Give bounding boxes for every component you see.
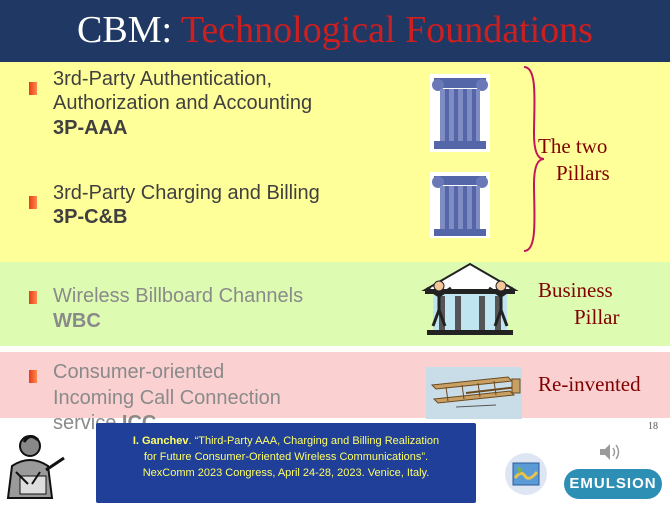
title-bar	[0, 0, 670, 62]
curly-brace	[523, 66, 545, 252]
emulsion-logo: EMULSION	[564, 469, 662, 499]
bank-building-icon	[421, 262, 519, 335]
bullet-4-line-1: Consumer-oriented	[53, 361, 225, 383]
footer-line-2: for Future Consumer-Oriented Wireless Co…	[143, 451, 429, 463]
column-icon	[430, 74, 490, 152]
page-number: 18	[648, 421, 658, 432]
title-prefix: CBM:	[77, 9, 181, 51]
pillars-label-line-1: The two	[538, 134, 608, 158]
pillars-label-line-2: Pillars	[556, 161, 610, 185]
biplane-icon	[426, 367, 522, 419]
footer-line-1: I. Ganchev. “Third-Party AAA, Charging a…	[96, 435, 476, 448]
presenter-icon	[6, 435, 65, 499]
pink-band	[0, 352, 670, 418]
footer-citation-box: I. Ganchev. “Third-Party AAA, Charging a…	[96, 423, 476, 503]
footer-author: I. Ganchev	[132, 435, 189, 447]
map-icon	[505, 453, 547, 495]
title-main: Technological Foundations	[180, 9, 593, 51]
reinvented-label: Re-invented	[538, 372, 641, 396]
bullet-1-line-1: 3rd-Party Authentication,	[53, 68, 273, 90]
bullet-marker	[29, 196, 37, 209]
bullet-2-line-1: 3rd-Party Charging and Billing	[53, 182, 320, 204]
bullet-1-line-2: Authorization and Accounting	[53, 92, 313, 114]
column-icon	[430, 172, 490, 238]
yellow-band	[0, 62, 670, 270]
bullet-1-acronym: 3P-AAA	[53, 117, 128, 139]
business-label-line-1: Business	[538, 278, 613, 302]
bullet-4-line-2: Incoming Call Connection	[53, 387, 281, 409]
bullet-3-line-1: Wireless Billboard Channels	[53, 285, 304, 307]
speaker-icon[interactable]	[598, 442, 622, 462]
green-band	[0, 262, 670, 346]
slide-title: CBM: Technological Foundations	[0, 6, 670, 54]
bullet-2-acronym: 3P-C&B	[53, 206, 128, 228]
bullet-3-acronym: WBC	[53, 310, 101, 332]
bullet-marker	[29, 370, 37, 383]
business-label-line-2: Pillar	[574, 305, 620, 329]
footer-line-3: NexComm 2023 Congress, April 24-28, 2023…	[142, 467, 430, 479]
footer-line-1-rest: . “Third-Party AAA, Charging and Billing…	[188, 435, 440, 447]
emulsion-logo-text: EMULSION	[569, 475, 657, 492]
bullet-marker	[29, 82, 37, 95]
bullet-marker	[29, 291, 37, 304]
